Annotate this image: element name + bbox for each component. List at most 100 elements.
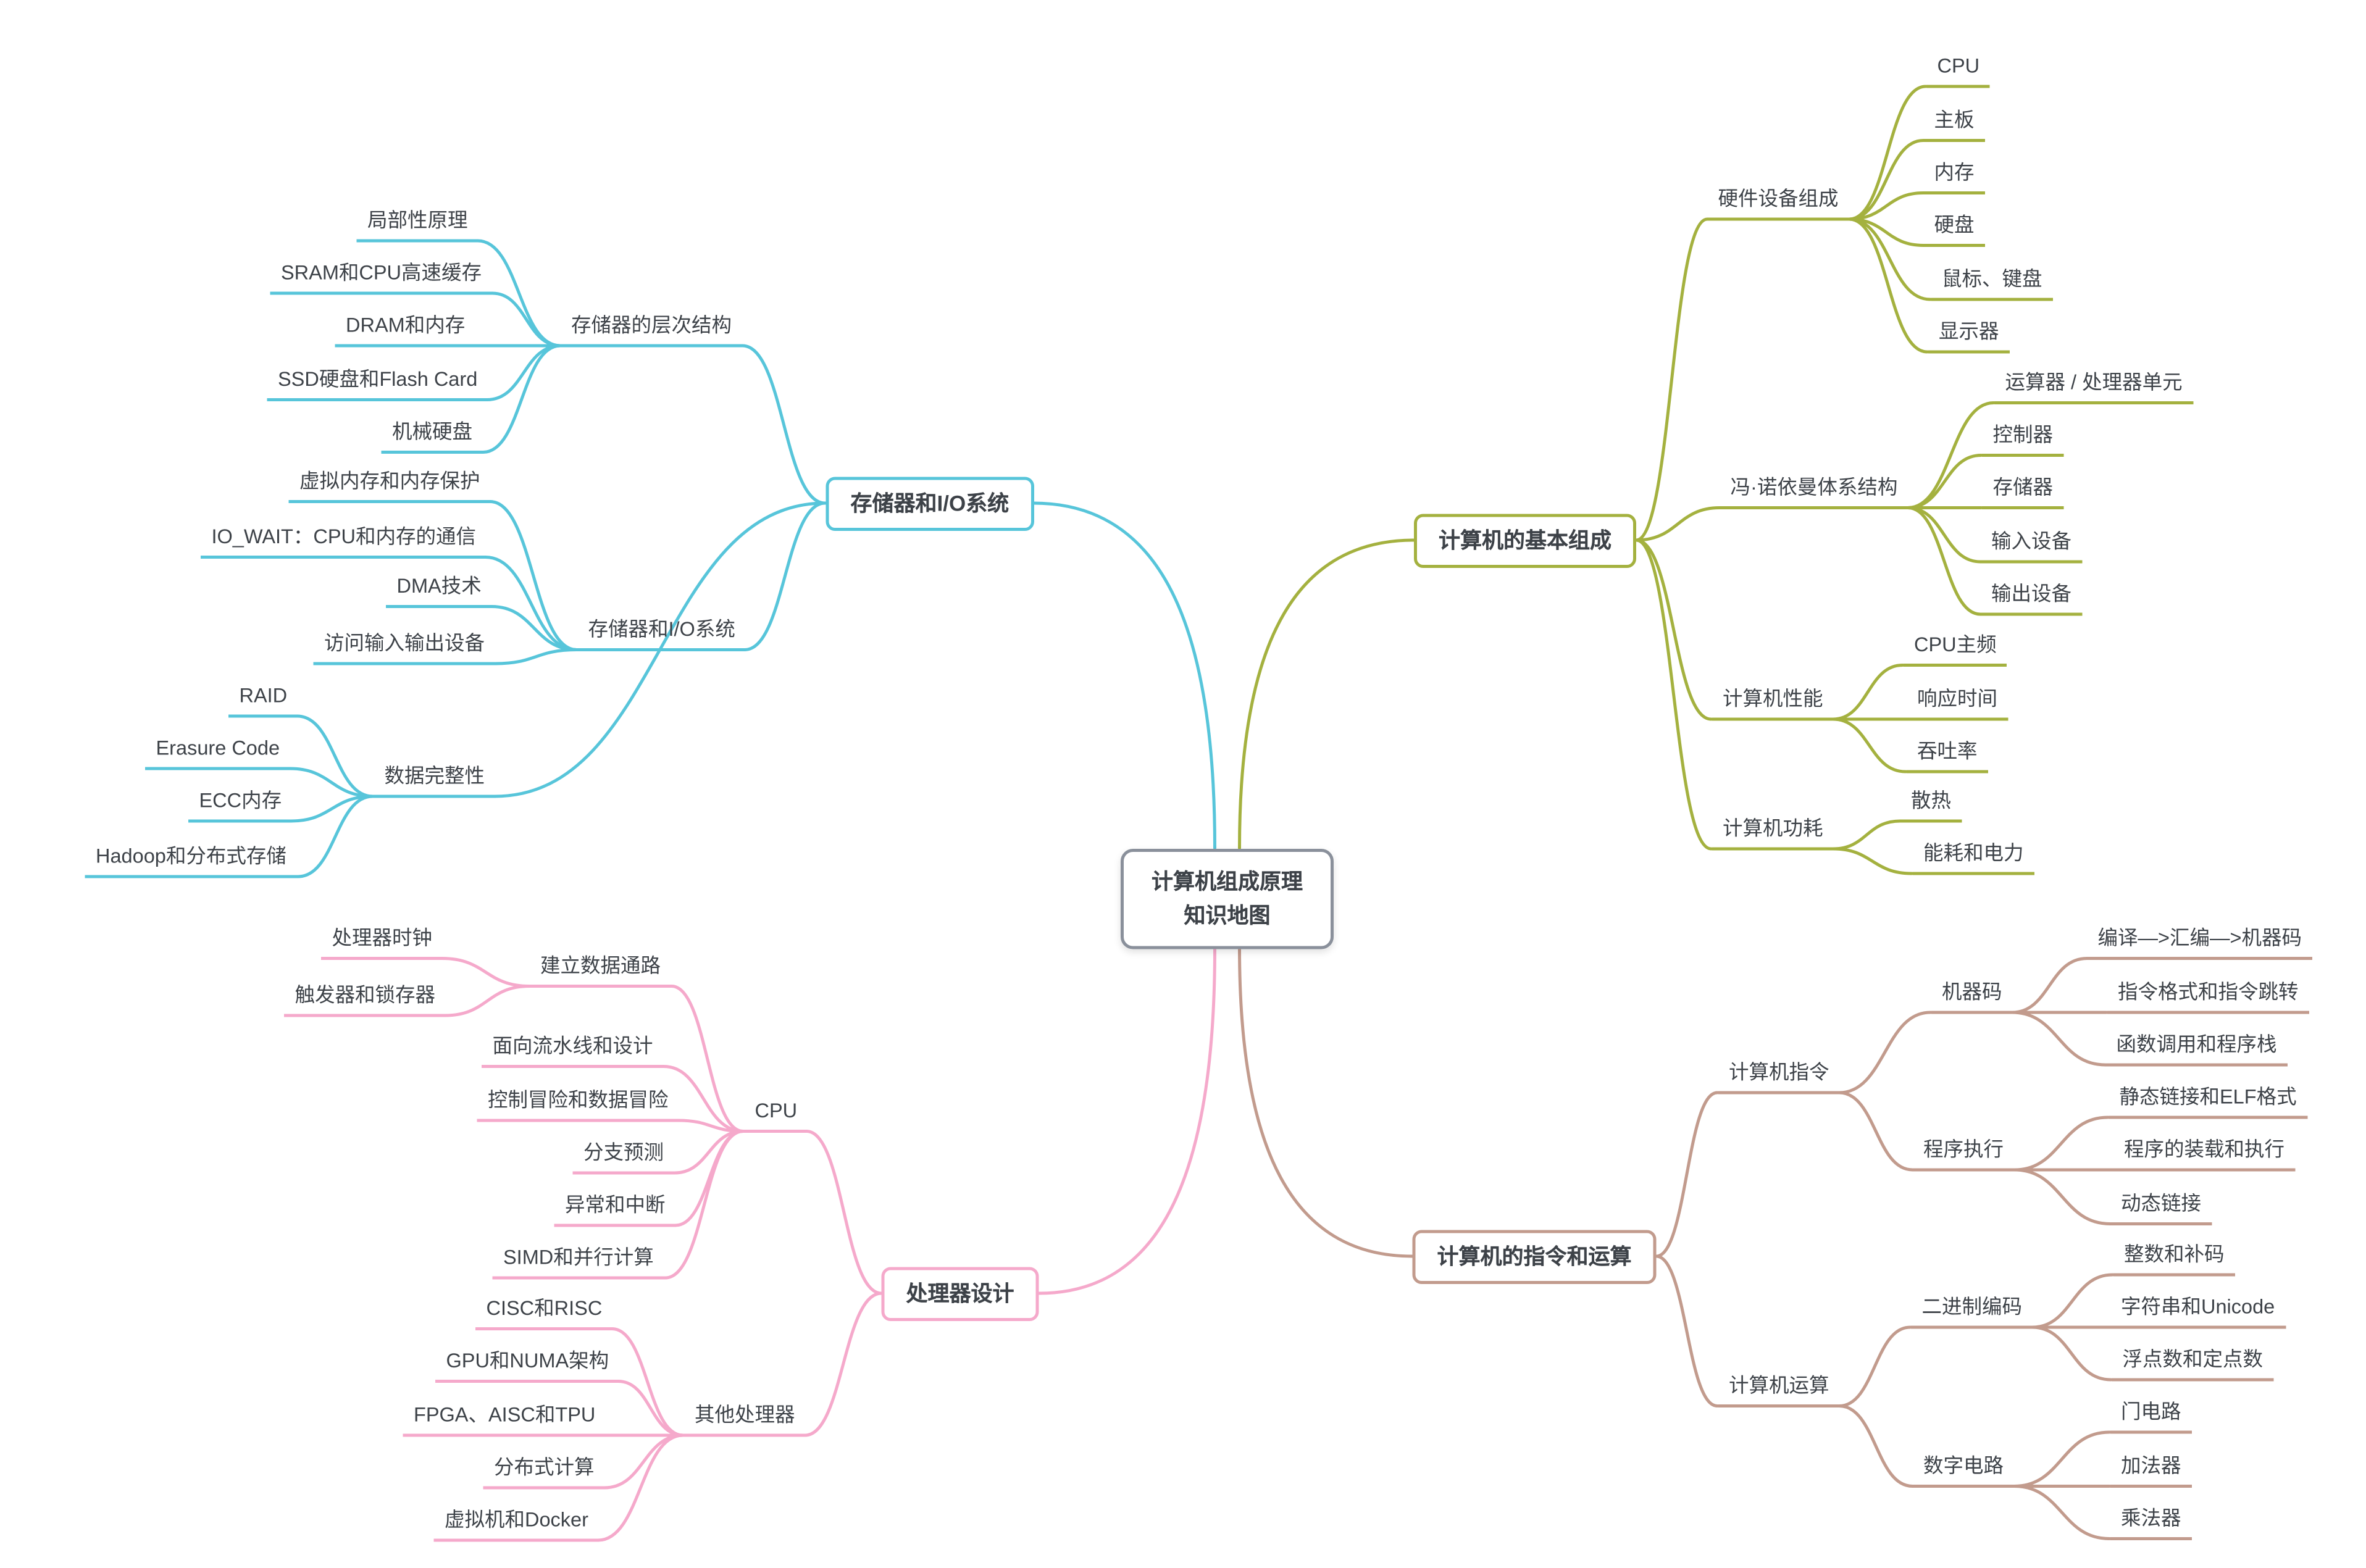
subtopic[interactable]: IO_WAIT：CPU和内存的通信 (201, 522, 487, 559)
subtopic[interactable]: ECC内存 (188, 786, 293, 824)
subtopic[interactable]: 机器码 (1931, 977, 2013, 1015)
subtopic[interactable]: 字符串和Unicode (2110, 1292, 2286, 1330)
subtopic[interactable]: 硬件设备组成 (1707, 184, 1850, 222)
subtopic[interactable]: 动态链接 (2110, 1188, 2212, 1226)
subtopic[interactable]: 输入设备 (1980, 527, 2083, 564)
subtopic[interactable]: 虚拟机和Docker (433, 1505, 600, 1543)
subtopic[interactable]: SSD硬盘和Flash Card (267, 364, 488, 402)
subtopic[interactable]: CPU主频 (1903, 630, 2008, 667)
connector (485, 344, 562, 401)
connector (1906, 506, 1982, 564)
subtopic[interactable]: 程序的装载和执行 (2113, 1135, 2296, 1172)
subtopic[interactable]: 异常和中断 (554, 1190, 677, 1228)
subtopic[interactable]: Hadoop和分布式存储 (85, 841, 298, 879)
subtopic[interactable]: 控制冒险和数据冒险 (477, 1085, 680, 1123)
connector (491, 291, 562, 348)
subtopic[interactable]: 运算器 / 处理器单元 (1994, 367, 2194, 405)
subtopic[interactable]: 二进制编码 (1911, 1292, 2033, 1330)
subtopic[interactable]: 机械硬盘 (381, 417, 483, 454)
connector (494, 648, 579, 665)
subtopic[interactable]: 存储器和I/O系统 (577, 614, 746, 652)
connector (1837, 1091, 1914, 1172)
subtopic[interactable]: CPU (1926, 51, 1991, 89)
subtopic[interactable]: 指令格式和指令跳转 (2107, 977, 2310, 1015)
subtopic[interactable]: 计算机性能 (1712, 684, 1834, 722)
subtopic[interactable]: 冯·诺依曼体系结构 (1720, 472, 1908, 510)
connector (1238, 538, 1416, 850)
connector (677, 1119, 745, 1133)
subtopic[interactable]: 静态链接和ELF格式 (2109, 1082, 2308, 1120)
subtopic[interactable]: 编译—>汇编—>机器码 (2087, 923, 2313, 961)
subtopic[interactable]: 存储器 (1982, 472, 2064, 510)
subtopic[interactable]: 输出设备 (1980, 579, 2083, 617)
subtopic[interactable]: 门电路 (2110, 1397, 2193, 1435)
subtopic[interactable]: 能耗和电力 (1912, 838, 2035, 876)
connector (2013, 1168, 2112, 1225)
subtopic[interactable]: 整数和补码 (2113, 1240, 2236, 1277)
subtopic[interactable]: 鼠标、键盘 (1931, 264, 2054, 302)
connector (1238, 946, 1414, 1258)
subtopic[interactable]: 数据完整性 (374, 761, 496, 799)
main-branch-topic[interactable]: 计算机的指令和运算 (1412, 1230, 1657, 1284)
subtopic[interactable]: 硬盘 (1923, 210, 1986, 248)
subtopic[interactable]: 显示器 (1928, 317, 2010, 354)
subtopic[interactable]: 计算机指令 (1718, 1057, 1841, 1095)
subtopic[interactable]: 数字电路 (1912, 1451, 2015, 1488)
connector (1037, 946, 1216, 1295)
connector (603, 1433, 685, 1490)
subtopic[interactable]: Erasure Code (145, 733, 291, 771)
connector (288, 767, 375, 798)
subtopic[interactable]: DRAM和内存 (335, 311, 476, 348)
connector (1847, 139, 1925, 221)
subtopic[interactable]: 面向流水线和设计 (482, 1031, 664, 1069)
subtopic[interactable]: 触发器和锁存器 (284, 980, 446, 1018)
subtopic[interactable]: 控制器 (1982, 420, 2064, 457)
subtopic[interactable]: SIMD和并行计算 (492, 1243, 665, 1280)
subtopic[interactable]: 乘法器 (2110, 1503, 2193, 1541)
subtopic[interactable]: 局部性原理 (356, 206, 479, 243)
connector (1634, 506, 1721, 542)
subtopic[interactable]: 吞吐率 (1906, 736, 1989, 774)
subtopic[interactable]: SRAM和CPU高速缓存 (270, 258, 493, 296)
subtopic[interactable]: 内存 (1923, 157, 1986, 195)
subtopic[interactable]: 主板 (1923, 105, 1986, 143)
subtopic[interactable]: 存储器的层次结构 (560, 311, 743, 348)
subtopic[interactable]: CISC和RISC (475, 1293, 613, 1331)
connector (2013, 1116, 2110, 1172)
subtopic[interactable]: GPU和NUMA架构 (435, 1346, 620, 1383)
subtopic[interactable]: 计算机运算 (1718, 1370, 1841, 1408)
subtopic[interactable]: CPU (744, 1096, 808, 1133)
central-topic[interactable]: 计算机组成原理 知识地图 (1121, 849, 1334, 950)
main-branch-topic[interactable]: 存储器和I/O系统 (826, 477, 1034, 531)
connector (482, 344, 562, 454)
subtopic[interactable]: 建立数据通路 (529, 951, 672, 988)
subtopic[interactable]: DMA技术 (386, 571, 493, 609)
subtopic[interactable]: 散热 (1900, 786, 1962, 824)
subtopic[interactable]: 响应时间 (1906, 684, 2009, 722)
subtopic[interactable]: 其他处理器 (683, 1400, 806, 1438)
connector (673, 1130, 745, 1175)
subtopic[interactable]: FPGA、AISC和TPU (403, 1400, 606, 1438)
connector (1847, 85, 1928, 221)
subtopic[interactable]: 处理器时钟 (321, 923, 443, 961)
subtopic[interactable]: 加法器 (2110, 1451, 2193, 1488)
connector (743, 501, 827, 651)
subtopic[interactable]: 浮点数和定点数 (2112, 1345, 2274, 1382)
subtopic[interactable]: 程序执行 (1912, 1135, 2015, 1172)
connector (1847, 191, 1925, 221)
connector (1634, 538, 1713, 721)
connector (1634, 538, 1713, 851)
connector (741, 344, 827, 505)
subtopic[interactable]: 计算机功耗 (1712, 814, 1834, 851)
subtopic[interactable]: 分支预测 (572, 1138, 675, 1175)
connector (1837, 1011, 1932, 1095)
subtopic[interactable]: 访问输入输出设备 (313, 628, 496, 666)
connector (664, 1130, 745, 1280)
subtopic[interactable]: 虚拟内存和内存保护 (288, 466, 491, 504)
subtopic[interactable]: 分布式计算 (483, 1453, 606, 1490)
main-branch-topic[interactable]: 计算机的基本组成 (1414, 514, 1636, 568)
subtopic[interactable]: RAID (228, 681, 298, 719)
subtopic[interactable]: 函数调用和程序栈 (2105, 1030, 2288, 1067)
main-branch-topic[interactable]: 处理器设计 (881, 1267, 1039, 1321)
